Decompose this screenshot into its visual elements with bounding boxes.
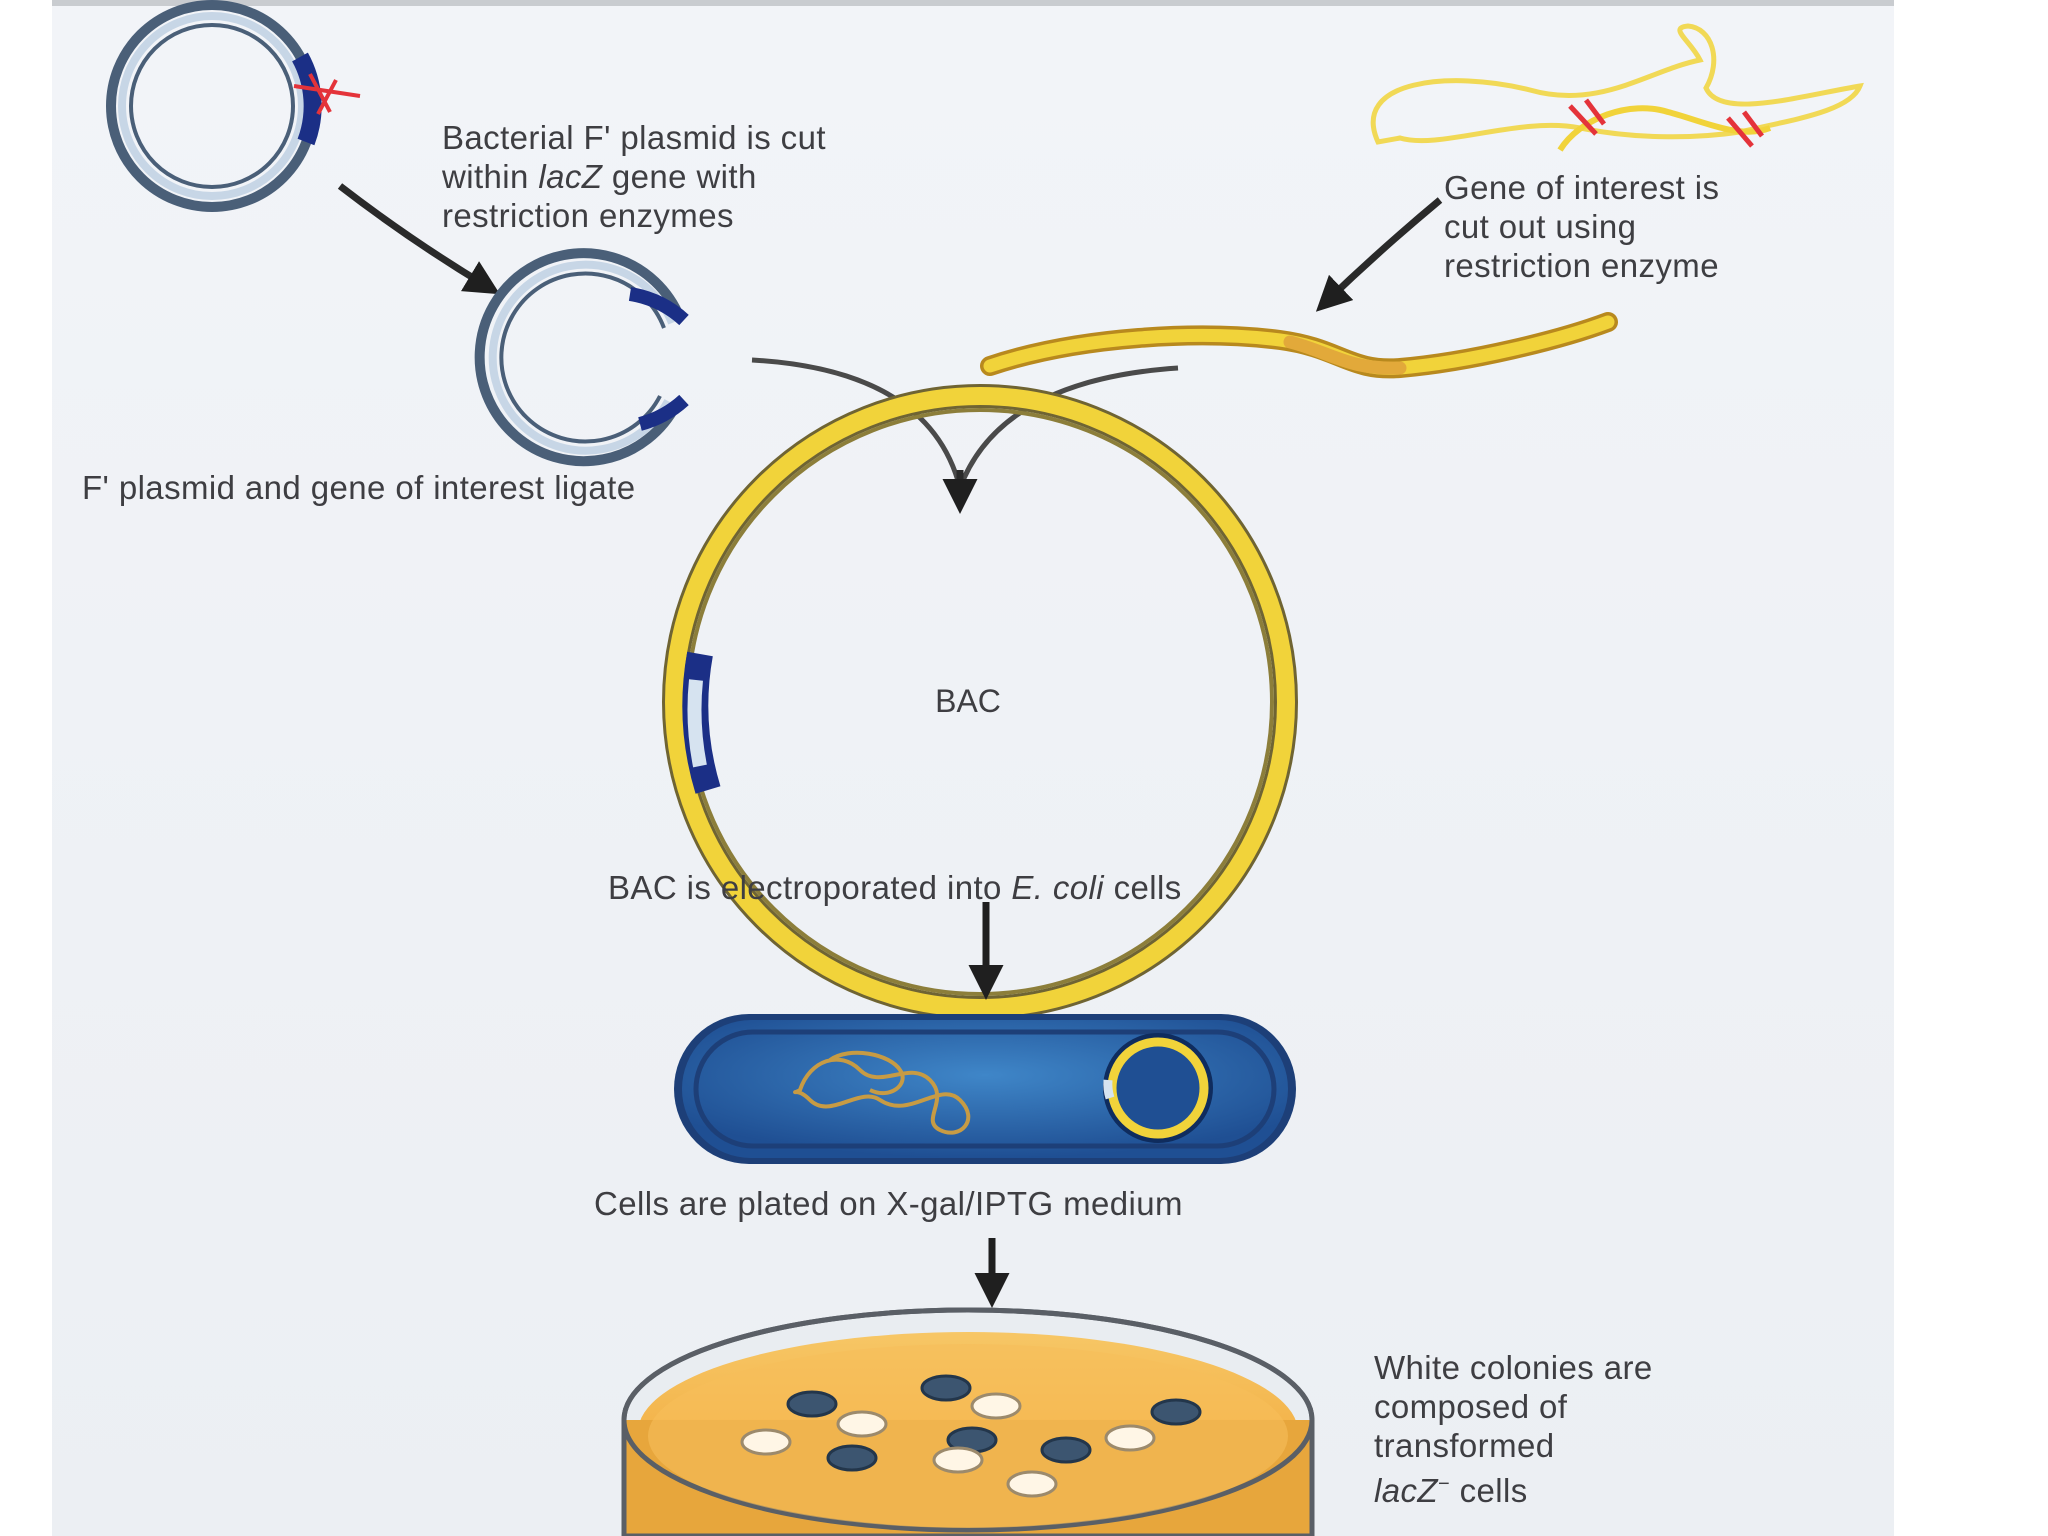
blue-colony bbox=[1040, 1436, 1092, 1464]
cut-site-mark bbox=[1568, 98, 1764, 148]
white-colony bbox=[740, 1428, 792, 1456]
source-dna bbox=[1370, 23, 1864, 152]
blue-colony bbox=[1150, 1398, 1202, 1426]
label-cut-gene-line1: Gene of interest is bbox=[1444, 169, 1720, 206]
label-plate: Cells are plated on X-gal/IPTG medium bbox=[594, 1185, 1183, 1222]
top-border bbox=[52, 0, 1894, 6]
excised-gene bbox=[980, 312, 1618, 379]
label-cut-gene: Gene of interest is cut out using restri… bbox=[1444, 168, 1719, 285]
label-ligate: F' plasmid and gene of interest ligate bbox=[82, 469, 636, 506]
label-cut-plasmid-line1: Bacterial F' plasmid is cut bbox=[442, 119, 826, 156]
lacz-region bbox=[638, 394, 689, 431]
blue-colony bbox=[786, 1390, 838, 1418]
label-cut-gene-line3: restriction enzyme bbox=[1444, 247, 1719, 284]
label-cut-plasmid-line2: within lacZ gene with bbox=[442, 158, 757, 195]
ecoli-cell bbox=[674, 1014, 1296, 1164]
bacterial-chromosome bbox=[793, 1050, 971, 1135]
bac-in-cell bbox=[1103, 1033, 1213, 1143]
colonies bbox=[740, 1374, 1202, 1498]
arrow-plasmid-to-cut bbox=[337, 183, 500, 295]
blue-colony bbox=[920, 1374, 972, 1402]
white-colony bbox=[970, 1392, 1022, 1420]
label-colonies: White colonies are composed of transform… bbox=[1374, 1348, 1653, 1510]
label-cut-plasmid: Bacterial F' plasmid is cut within lacZ … bbox=[442, 118, 826, 235]
white-colony bbox=[932, 1446, 984, 1474]
white-colony bbox=[1006, 1470, 1058, 1498]
label-cut-plasmid-line3: restriction enzymes bbox=[442, 197, 734, 234]
cut-plasmid bbox=[474, 248, 689, 467]
cut-site-mark bbox=[293, 73, 361, 115]
white-colony bbox=[836, 1410, 888, 1438]
figure-panel bbox=[52, 0, 1894, 1536]
blue-colony bbox=[826, 1444, 878, 1472]
label-colonies-line4: lacZ− cells bbox=[1374, 1472, 1528, 1509]
label-colonies-line3: transformed bbox=[1374, 1427, 1555, 1464]
inserted-gene bbox=[687, 679, 707, 768]
white-colony bbox=[1104, 1424, 1156, 1452]
label-colonies-line2: composed of bbox=[1374, 1388, 1568, 1425]
label-cut-gene-line2: cut out using bbox=[1444, 208, 1637, 245]
bac-ring bbox=[662, 384, 1298, 1020]
f-plasmid bbox=[106, 0, 361, 212]
petri-dish bbox=[621, 1307, 1315, 1536]
label-colonies-line1: White colonies are bbox=[1374, 1349, 1653, 1386]
lacz-region bbox=[628, 287, 689, 326]
arrow-dna-to-gene bbox=[1315, 197, 1443, 312]
lacz-region bbox=[292, 52, 322, 146]
bac-label: BAC bbox=[935, 683, 1001, 719]
label-electroporate: BAC is electroporated into E. coli cells bbox=[608, 869, 1182, 906]
